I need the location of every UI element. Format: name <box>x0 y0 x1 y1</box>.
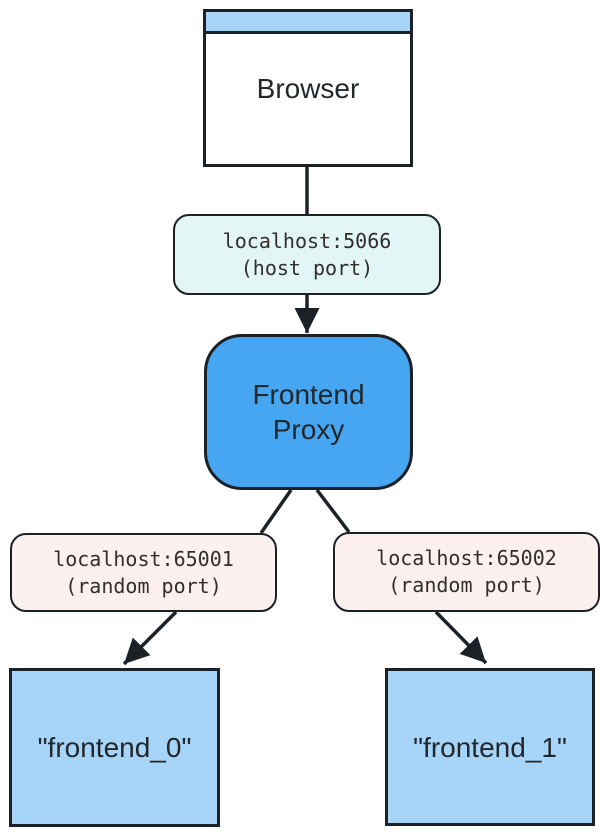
node-frontend-1-label: "frontend_1" <box>413 731 567 763</box>
node-browser-label: Browser <box>256 72 360 104</box>
node-frontend-0-label: "frontend_0" <box>37 732 192 763</box>
edge-label-host-port: localhost:5066 (host port) <box>173 214 441 295</box>
edge-label-random-port-2-address: localhost:65002 <box>376 546 557 570</box>
edge-label-host-port-note: (host port) <box>240 255 374 280</box>
edge-label-random-port-1-address: localhost:65001 <box>53 546 234 571</box>
edge-random1-to-frontend0 <box>122 610 178 666</box>
edge-proxy-to-random1 <box>259 488 293 535</box>
node-frontend-proxy-label: Frontend Proxy <box>252 379 365 445</box>
edge-label-host-port-address: localhost:5066 <box>222 228 392 253</box>
browser-window-titlebar <box>206 12 410 34</box>
edge-proxy-to-random2 <box>315 488 351 534</box>
edge-label-random-port-1-note: (random port) <box>65 573 222 598</box>
edge-random2-to-frontend1 <box>434 610 488 665</box>
node-frontend-proxy: Frontend Proxy <box>204 334 413 490</box>
edge-label-random-port-2: localhost:65002 (random port) <box>333 532 600 612</box>
node-browser: Browser <box>203 9 413 167</box>
node-frontend-1: "frontend_1" <box>385 668 595 826</box>
edge-label-random-port-1: localhost:65001 (random port) <box>10 533 277 612</box>
node-frontend-0: "frontend_0" <box>9 668 220 827</box>
edge-label-random-port-2-note: (random port) <box>388 573 545 597</box>
